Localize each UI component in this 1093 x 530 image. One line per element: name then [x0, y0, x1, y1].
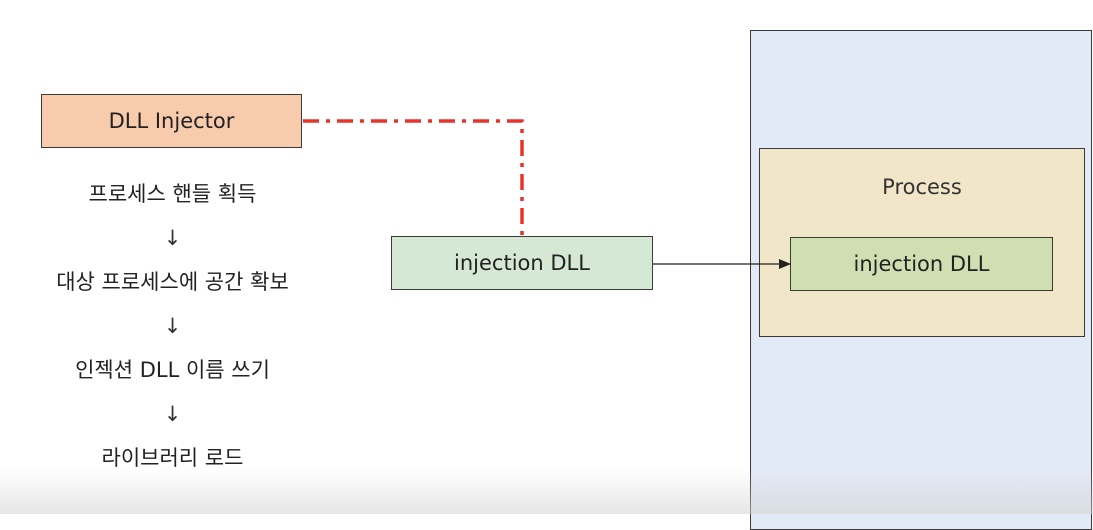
step-get-process-handle: 프로세스 핸들 획득 [88, 182, 257, 206]
step-load-library: 라이브러리 로드 [101, 446, 244, 470]
down-arrow-icon: ↓ [163, 226, 182, 250]
injection-dll-box: injection DLL [391, 236, 653, 290]
step-allocate-space: 대상 프로세스에 공간 확보 [56, 270, 289, 294]
down-arrow-icon: ↓ [163, 314, 182, 338]
dll-injector-box: DLL Injector [41, 94, 302, 148]
step-write-dll-name: 인젝션 DLL 이름 쓰기 [75, 358, 270, 382]
injection-dll-label: injection DLL [454, 251, 590, 275]
injector-to-dll-dashdot-connector [303, 119, 524, 236]
injection-steps: 프로세스 핸들 획득 ↓ 대상 프로세스에 공간 확보 ↓ 인젝션 DLL 이름… [0, 172, 345, 480]
loaded-injection-dll-label: injection DLL [853, 252, 990, 276]
connector-lines [303, 119, 791, 269]
process-label: Process [882, 175, 962, 199]
loaded-injection-dll-box: injection DLL [790, 237, 1053, 291]
dll-injector-label: DLL Injector [108, 109, 235, 133]
down-arrow-icon: ↓ [163, 402, 182, 426]
